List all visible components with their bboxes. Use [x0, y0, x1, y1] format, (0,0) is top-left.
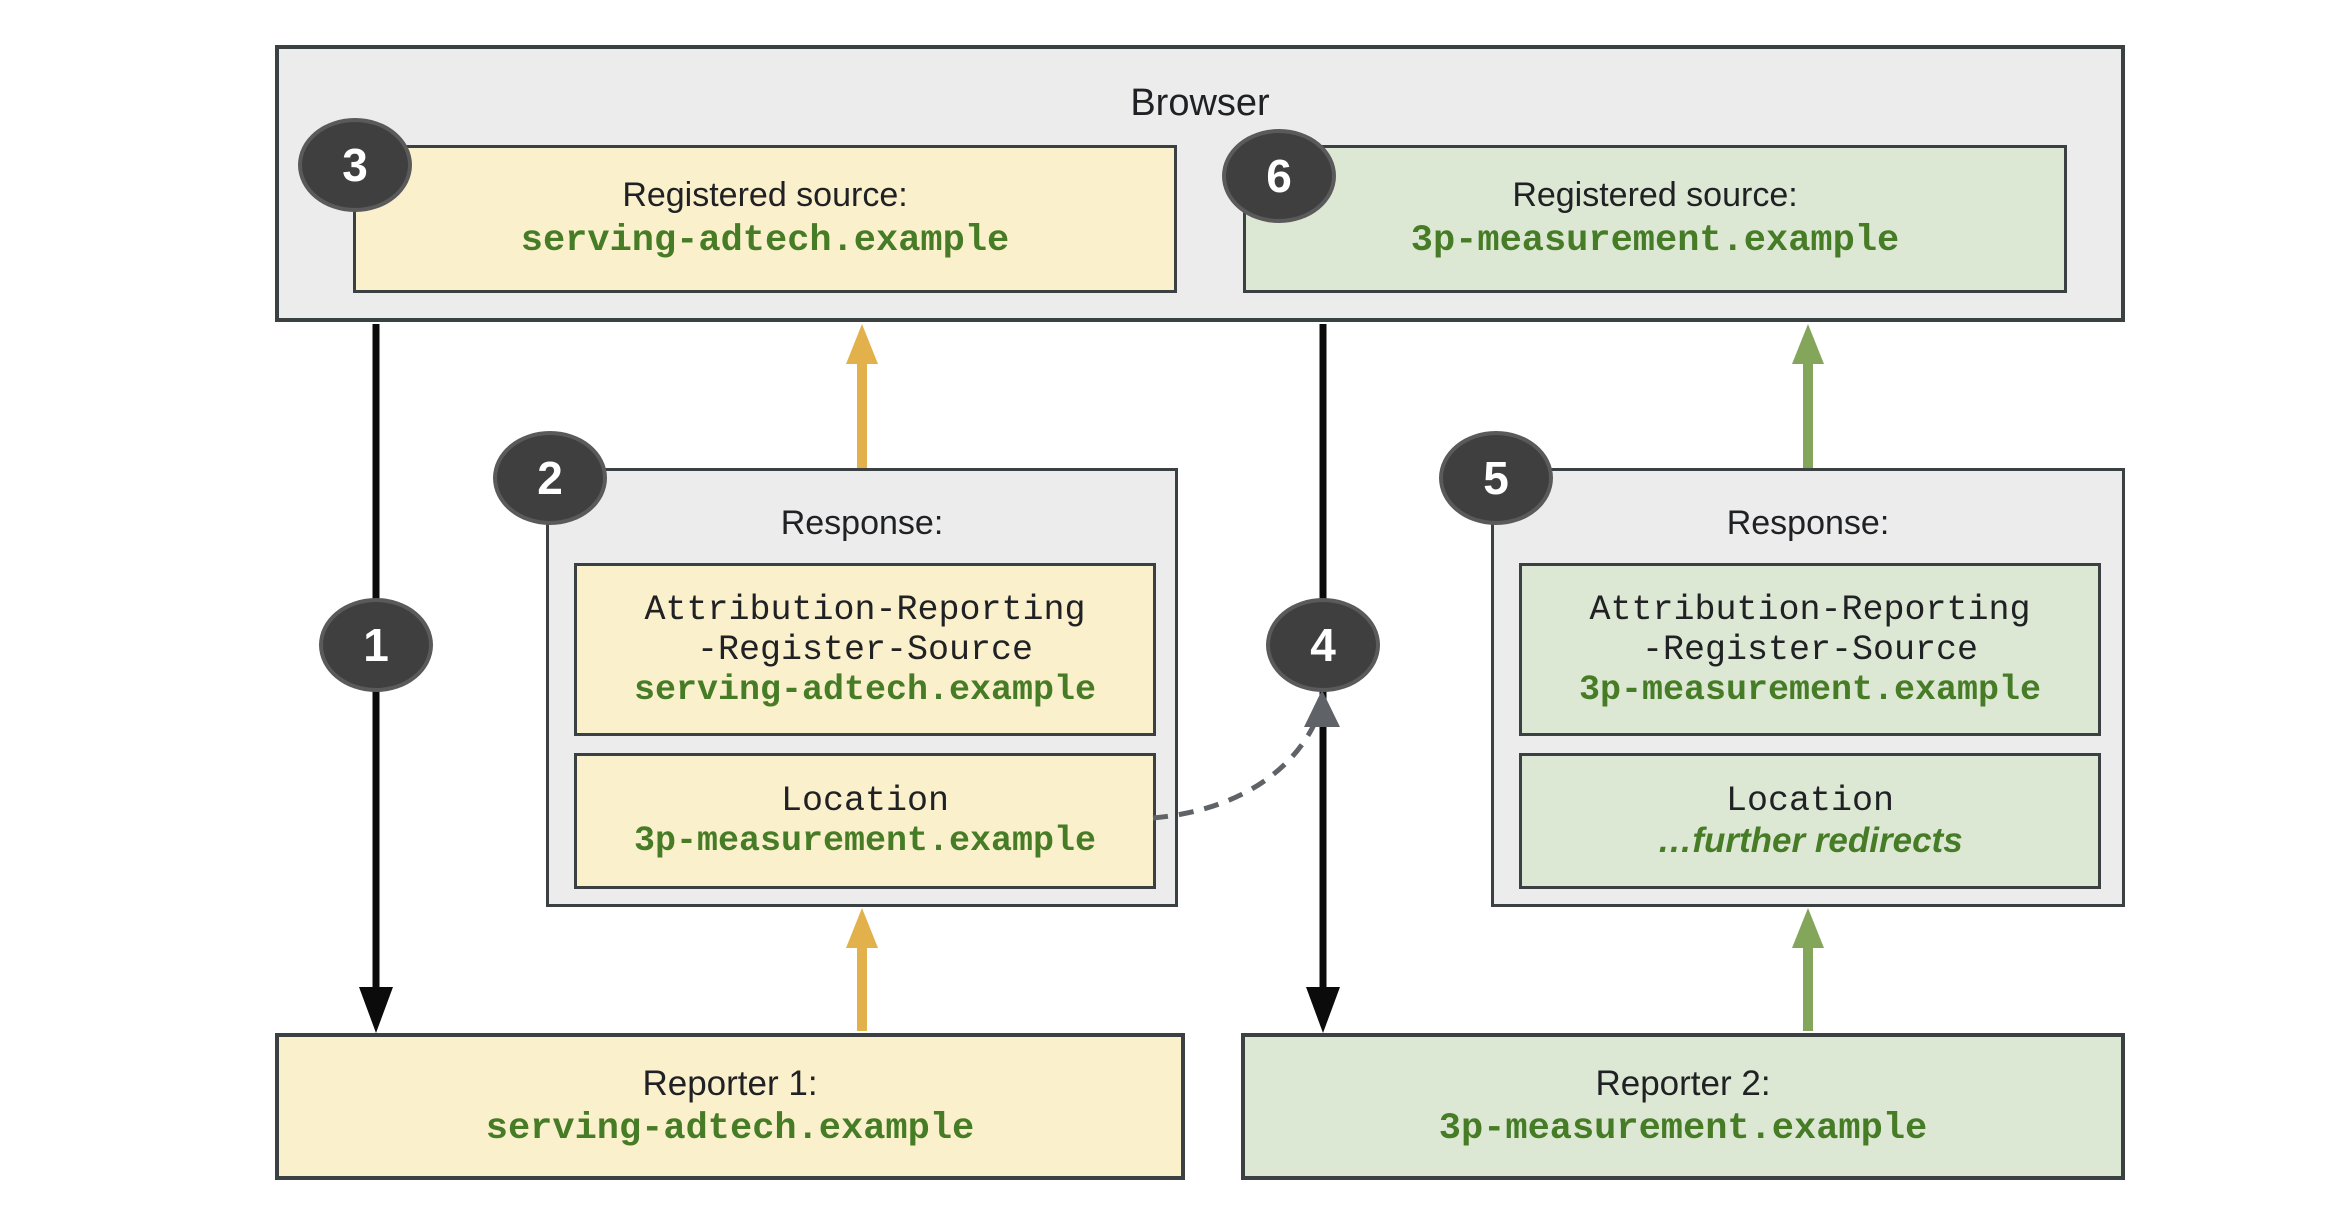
registered-source-box-serving-adtech: Registered source: serving-adtech.exampl…	[353, 145, 1177, 293]
register-source-header-box: Attribution-Reporting -Register-Source s…	[574, 563, 1156, 736]
browser-title: Browser	[1130, 82, 1270, 124]
response-title: Response:	[1726, 504, 1890, 542]
step-badge-5: 5	[1439, 431, 1553, 525]
header-value-domain: serving-adtech.example	[633, 669, 1097, 710]
registered-source-domain: serving-adtech.example	[520, 220, 1010, 262]
reporter-label: Reporter 1:	[642, 1063, 818, 1103]
registered-source-label: Registered source:	[1512, 176, 1798, 214]
step-badge-4: 4	[1266, 598, 1380, 692]
step-badge-2: 2	[493, 431, 607, 525]
registered-source-domain: 3p-measurement.example	[1410, 220, 1900, 262]
register-source-header-box: Attribution-Reporting -Register-Source 3…	[1519, 563, 2101, 736]
header-value-domain: 3p-measurement.example	[1578, 669, 2042, 710]
header-name-line1: Attribution-Reporting	[1589, 589, 2031, 630]
registered-source-box-3p-measurement: Registered source: 3p-measurement.exampl…	[1243, 145, 2067, 293]
reporter-domain: serving-adtech.example	[485, 1107, 975, 1150]
location-header-box: Location …further redirects	[1519, 753, 2101, 889]
location-header-box: Location 3p-measurement.example	[574, 753, 1156, 889]
registered-source-label: Registered source:	[622, 176, 908, 214]
arrow-register-source1-up	[846, 324, 878, 468]
response-box-1: Response: Attribution-Reporting -Registe…	[546, 468, 1178, 907]
header-name-line2: -Register-Source	[696, 629, 1034, 670]
header-name-line1: Attribution-Reporting	[644, 589, 1086, 630]
step-badge-1: 1	[319, 598, 433, 692]
reporter-label: Reporter 2:	[1595, 1063, 1771, 1103]
step-badge-6: 6	[1222, 129, 1336, 223]
response-box-2: Response: Attribution-Reporting -Registe…	[1491, 468, 2125, 907]
location-label: Location	[1725, 781, 1895, 821]
step-badge-3: 3	[298, 118, 412, 212]
location-value: …further redirects	[1657, 821, 1963, 860]
header-name-line2: -Register-Source	[1641, 629, 1979, 670]
location-value: 3p-measurement.example	[633, 821, 1097, 861]
location-label: Location	[780, 781, 950, 821]
response-title: Response:	[780, 504, 944, 542]
reporter-1-box: Reporter 1: serving-adtech.example	[275, 1033, 1185, 1180]
arrow-register-source2-up	[1792, 324, 1824, 468]
arrow-response2-up	[1792, 908, 1824, 1031]
arrow-response1-up	[846, 908, 878, 1031]
arrow-redirect-dashed	[1152, 690, 1340, 821]
reporter-domain: 3p-measurement.example	[1438, 1107, 1928, 1150]
reporter-2-box: Reporter 2: 3p-measurement.example	[1241, 1033, 2125, 1180]
